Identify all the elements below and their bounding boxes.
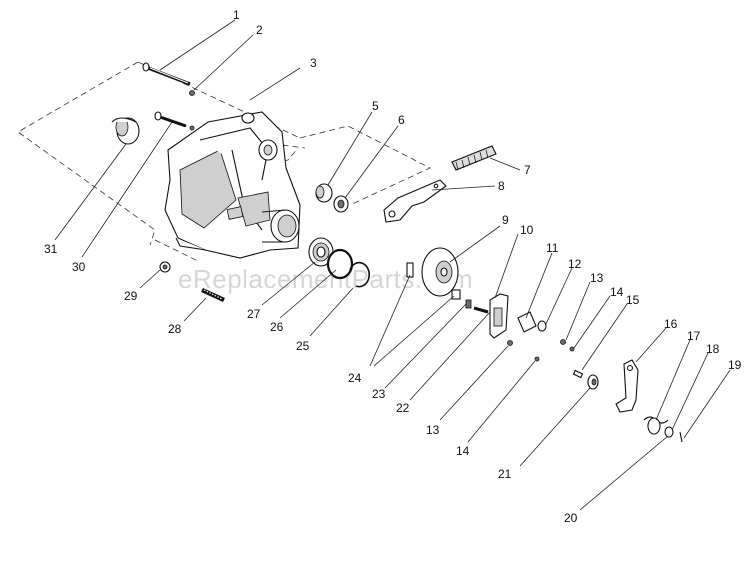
callout-27: 27: [247, 307, 261, 321]
callout-7: 7: [524, 163, 531, 177]
part-small-gear: [587, 374, 599, 390]
callout-25: 25: [296, 339, 310, 353]
part-small-washer: [189, 90, 195, 96]
callout-15: 15: [626, 293, 640, 307]
callout-11: 11: [546, 241, 559, 255]
part-lock-washer-upper: [560, 339, 566, 345]
part-key-a: [406, 262, 414, 278]
callout-3: 3: [310, 56, 317, 70]
callout-12: 12: [568, 257, 582, 271]
part-cam-disc: [421, 247, 459, 297]
callout-14: 14: [610, 285, 624, 299]
callout-31: 31: [44, 242, 58, 256]
part-key-b: [451, 289, 461, 300]
part-bearing-large: [308, 237, 334, 267]
callout-28: 28: [168, 322, 182, 336]
part-snap-ring: [349, 261, 371, 288]
callout-24: 24: [348, 371, 362, 385]
callout-19: 19: [728, 358, 742, 372]
callout-13: 13: [590, 271, 604, 285]
part-retaining-ring-a: [326, 248, 354, 280]
part-bearing-small: [315, 183, 333, 203]
part-torsion-spring: [643, 416, 669, 435]
callout-1: 1: [233, 8, 240, 22]
callout-23: 23: [372, 387, 386, 401]
callout-16: 16: [664, 317, 678, 331]
callout-9: 9: [502, 213, 509, 227]
part-lock-washer-lower: [507, 340, 513, 346]
part-compression-spring: [451, 145, 497, 171]
leader-lines: [54, 19, 731, 511]
part-flat-washer: [537, 320, 547, 332]
callout-26: 26: [270, 320, 284, 334]
callout-2: 2: [256, 23, 263, 37]
assembly-dashed-outline: [17, 61, 431, 263]
callout-21: 21: [498, 467, 512, 481]
callout-22: 22: [396, 401, 410, 415]
part-bolt-washer: [189, 125, 195, 131]
part-cotter-pin: [679, 431, 683, 443]
callout-20: 20: [564, 511, 578, 525]
part-stud: [201, 287, 225, 303]
callout-13-lower: 13: [426, 423, 440, 437]
callout-18: 18: [706, 342, 720, 356]
callout-30: 30: [72, 260, 86, 274]
part-sleeve: [517, 311, 537, 333]
part-hex-nut: [159, 261, 171, 273]
callout-14-lower: 14: [456, 444, 470, 458]
part-spring-washer: [664, 426, 674, 438]
part-housing-bolt: [154, 111, 187, 128]
callout-10: 10: [520, 223, 534, 237]
part-bracket-plate: [383, 179, 447, 223]
callout-numbers: 1 2 3 5 6 7 8 9 10 11 12 13 14 15 16 17 …: [44, 8, 742, 525]
part-gearcase-housing: [164, 111, 301, 259]
callout-29: 29: [124, 289, 138, 303]
part-bushing: [111, 117, 140, 145]
part-lever-bolt: [473, 306, 489, 314]
callout-5: 5: [372, 99, 379, 113]
part-small-screw-lower: [534, 356, 540, 362]
part-pin: [465, 299, 472, 309]
part-long-bolt: [142, 62, 191, 86]
part-small-screw-upper: [569, 346, 575, 352]
part-spring-pin: [572, 369, 584, 379]
callout-8: 8: [498, 179, 505, 193]
callout-17: 17: [687, 329, 701, 343]
part-slide-plate: [489, 293, 509, 339]
part-lever-arm: [615, 359, 639, 413]
callout-6: 6: [398, 113, 405, 127]
part-seal: [333, 195, 349, 213]
